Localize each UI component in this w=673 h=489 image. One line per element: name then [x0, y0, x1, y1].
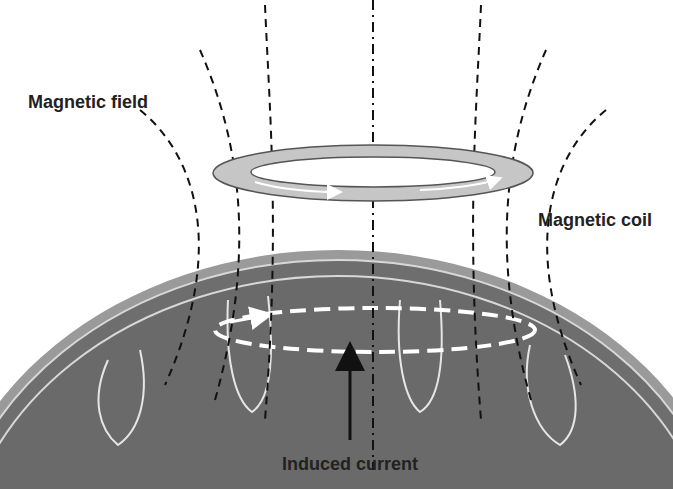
coil-hole	[251, 157, 495, 187]
gyri	[99, 296, 576, 445]
scalp	[0, 250, 673, 489]
current-label: Induced current	[282, 454, 418, 475]
current-direction	[230, 316, 262, 322]
field-label: Magnetic field	[28, 92, 148, 113]
pointer-arrow	[349, 356, 352, 440]
coil-label: Magnetic coil	[538, 210, 652, 231]
skull	[0, 260, 673, 489]
magnetic-coil	[213, 145, 533, 201]
field-lines	[140, 0, 606, 470]
induced-current-loop	[215, 308, 535, 352]
coil-current	[255, 182, 335, 192]
coil-current	[420, 180, 495, 190]
brain-surface	[0, 276, 673, 489]
